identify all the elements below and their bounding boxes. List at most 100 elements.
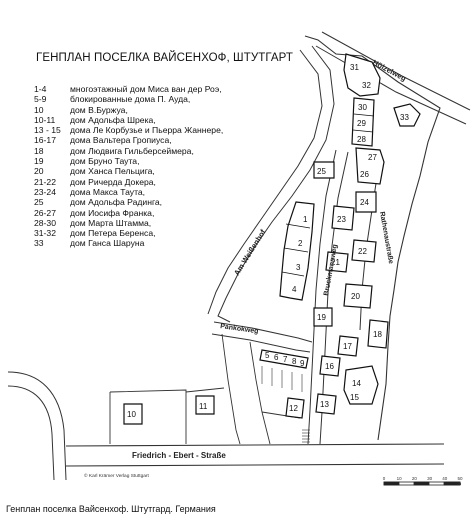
building-23 xyxy=(331,205,355,231)
building-number-22: 22 xyxy=(358,247,367,256)
legend-text: дом Бруно Таута, xyxy=(70,156,140,167)
building-number-1: 1 xyxy=(303,215,308,224)
building-number-29: 29 xyxy=(357,119,366,128)
legend-row: 5-9 блокированные дома П. Ауда, xyxy=(34,94,223,104)
building-number-2: 2 xyxy=(298,239,303,248)
legend-text: дом Ричерда Докера, xyxy=(70,176,156,187)
building-24 xyxy=(355,191,377,213)
building-number-23: 23 xyxy=(337,215,346,224)
block-divider xyxy=(353,113,375,117)
row-house-gardens xyxy=(261,366,303,392)
street-label-pankokweg: Pankokweg xyxy=(220,323,259,335)
building-5-9 xyxy=(259,349,309,369)
legend-text: дом Людвига Гильберсеймера, xyxy=(70,145,194,156)
building-number-6: 6 xyxy=(274,353,279,362)
figure-caption: Генплан поселка Вайсенхоф. Штутгард. Гер… xyxy=(6,504,216,514)
building-number-14: 14 xyxy=(352,379,361,388)
building-33 xyxy=(393,103,421,127)
legend-number: 20 xyxy=(34,166,44,177)
building-number-17: 17 xyxy=(343,342,352,351)
building-number-20: 20 xyxy=(351,292,360,301)
street-label-friedrich-ebert: Friedrich - Ebert - Straße xyxy=(132,451,226,460)
legend-row: 23-24 дома Макса Таута, xyxy=(34,187,223,197)
scale-labels: 0 10 20 30 40 50 m xyxy=(382,476,463,486)
building-18 xyxy=(367,319,389,349)
block-divider xyxy=(283,247,309,253)
legend-text: дом Иосифа Франка, xyxy=(70,207,155,218)
street-label-rathenaustrasse: Rathenaustraße xyxy=(378,211,394,264)
legend-number: 16-17 xyxy=(34,135,56,146)
building-number-15: 15 xyxy=(350,393,359,402)
building-number-27: 27 xyxy=(368,153,377,162)
scale-tick-label: 10 xyxy=(396,476,402,481)
road-pankokweg xyxy=(211,321,313,353)
road-left-curve xyxy=(7,371,67,481)
estate-outline xyxy=(304,35,441,441)
building-31-32 xyxy=(343,53,381,97)
building-13 xyxy=(315,393,337,415)
building-number-3: 3 xyxy=(296,263,301,272)
legend-text: дом Адольфа Радинга, xyxy=(70,197,163,208)
building-number-32: 32 xyxy=(362,81,371,90)
building-21 xyxy=(325,251,349,273)
building-number-24: 24 xyxy=(360,198,369,207)
scale-bar xyxy=(383,481,461,486)
legend-text: многоэтажный дом Миса ван дер Роэ, xyxy=(70,84,222,94)
lower-block-outlines xyxy=(109,333,301,445)
legend-text: дома Макса Таута, xyxy=(70,186,146,197)
building-10 xyxy=(123,403,143,425)
building-number-18: 18 xyxy=(373,330,382,339)
building-19 xyxy=(313,307,333,327)
legend-number: 23-24 xyxy=(34,186,56,197)
building-number-5: 5 xyxy=(265,351,270,360)
scale-tick-label: 50 m xyxy=(457,476,463,486)
building-number-9: 9 xyxy=(300,359,305,368)
building-17 xyxy=(337,335,359,357)
block-divider xyxy=(281,271,305,277)
building-25 xyxy=(313,161,335,179)
scale-tick-label: 0 xyxy=(382,476,386,481)
building-number-30: 30 xyxy=(358,103,367,112)
scale-tick-label: 30 xyxy=(427,476,433,481)
building-11 xyxy=(195,395,215,415)
building-number-16: 16 xyxy=(325,362,334,371)
legend-row: 13 - 15 дома Ле Корбузье и Пьерра Жаннере… xyxy=(34,125,223,135)
legend-text: дом Петера Беренса, xyxy=(70,228,156,239)
legend-text: дом Марта Штамма, xyxy=(70,217,152,228)
building-number-8: 8 xyxy=(292,357,297,366)
building-mies-block-1-4 xyxy=(279,201,315,301)
copyright-text: © Karl Krämer Verlag Stuttgart xyxy=(84,474,149,479)
building-number-7: 7 xyxy=(283,355,288,364)
legend-number: 5-9 xyxy=(34,94,47,105)
building-12 xyxy=(285,397,305,419)
building-number-4: 4 xyxy=(292,285,297,294)
legend-number: 13 - 15 xyxy=(34,125,61,136)
legend-text: дом В.Буржуа, xyxy=(70,104,128,115)
road-hoelzelweg xyxy=(315,31,471,125)
building-16 xyxy=(319,355,341,377)
legend-text: дома Ле Корбузье и Пьерра Жаннере, xyxy=(70,125,224,136)
building-number-19: 19 xyxy=(317,313,326,322)
legend-number: 31-32 xyxy=(34,228,56,239)
scale-tick-label: 40 xyxy=(442,476,448,481)
legend-number: 33 xyxy=(34,238,44,249)
legend-text: дом Ханса Пельцига, xyxy=(70,166,155,177)
building-number-28: 28 xyxy=(357,135,366,144)
building-number-13: 13 xyxy=(320,400,329,409)
legend-text: блокированные дома П. Ауда, xyxy=(70,94,191,105)
scale-tick-label: 20 xyxy=(411,476,417,481)
building-26-27 xyxy=(355,147,385,185)
legend-row: 31-32 дом Петера Беренса, xyxy=(34,228,223,238)
